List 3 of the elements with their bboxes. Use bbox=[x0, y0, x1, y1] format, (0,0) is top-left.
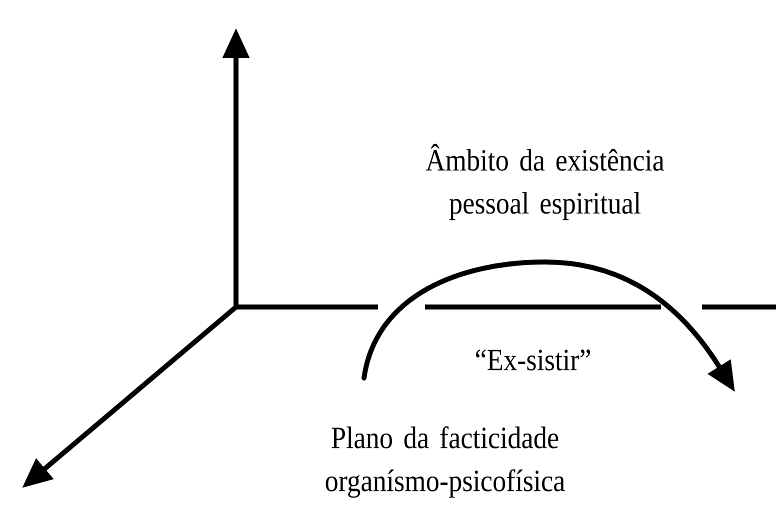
region-label: Âmbito da existência pessoal espiritual bbox=[426, 144, 664, 220]
plane-label: Plano da facticidade organísmo-psicofísica bbox=[326, 426, 565, 498]
arrow-label: “Ex-sistir” bbox=[476, 350, 590, 370]
